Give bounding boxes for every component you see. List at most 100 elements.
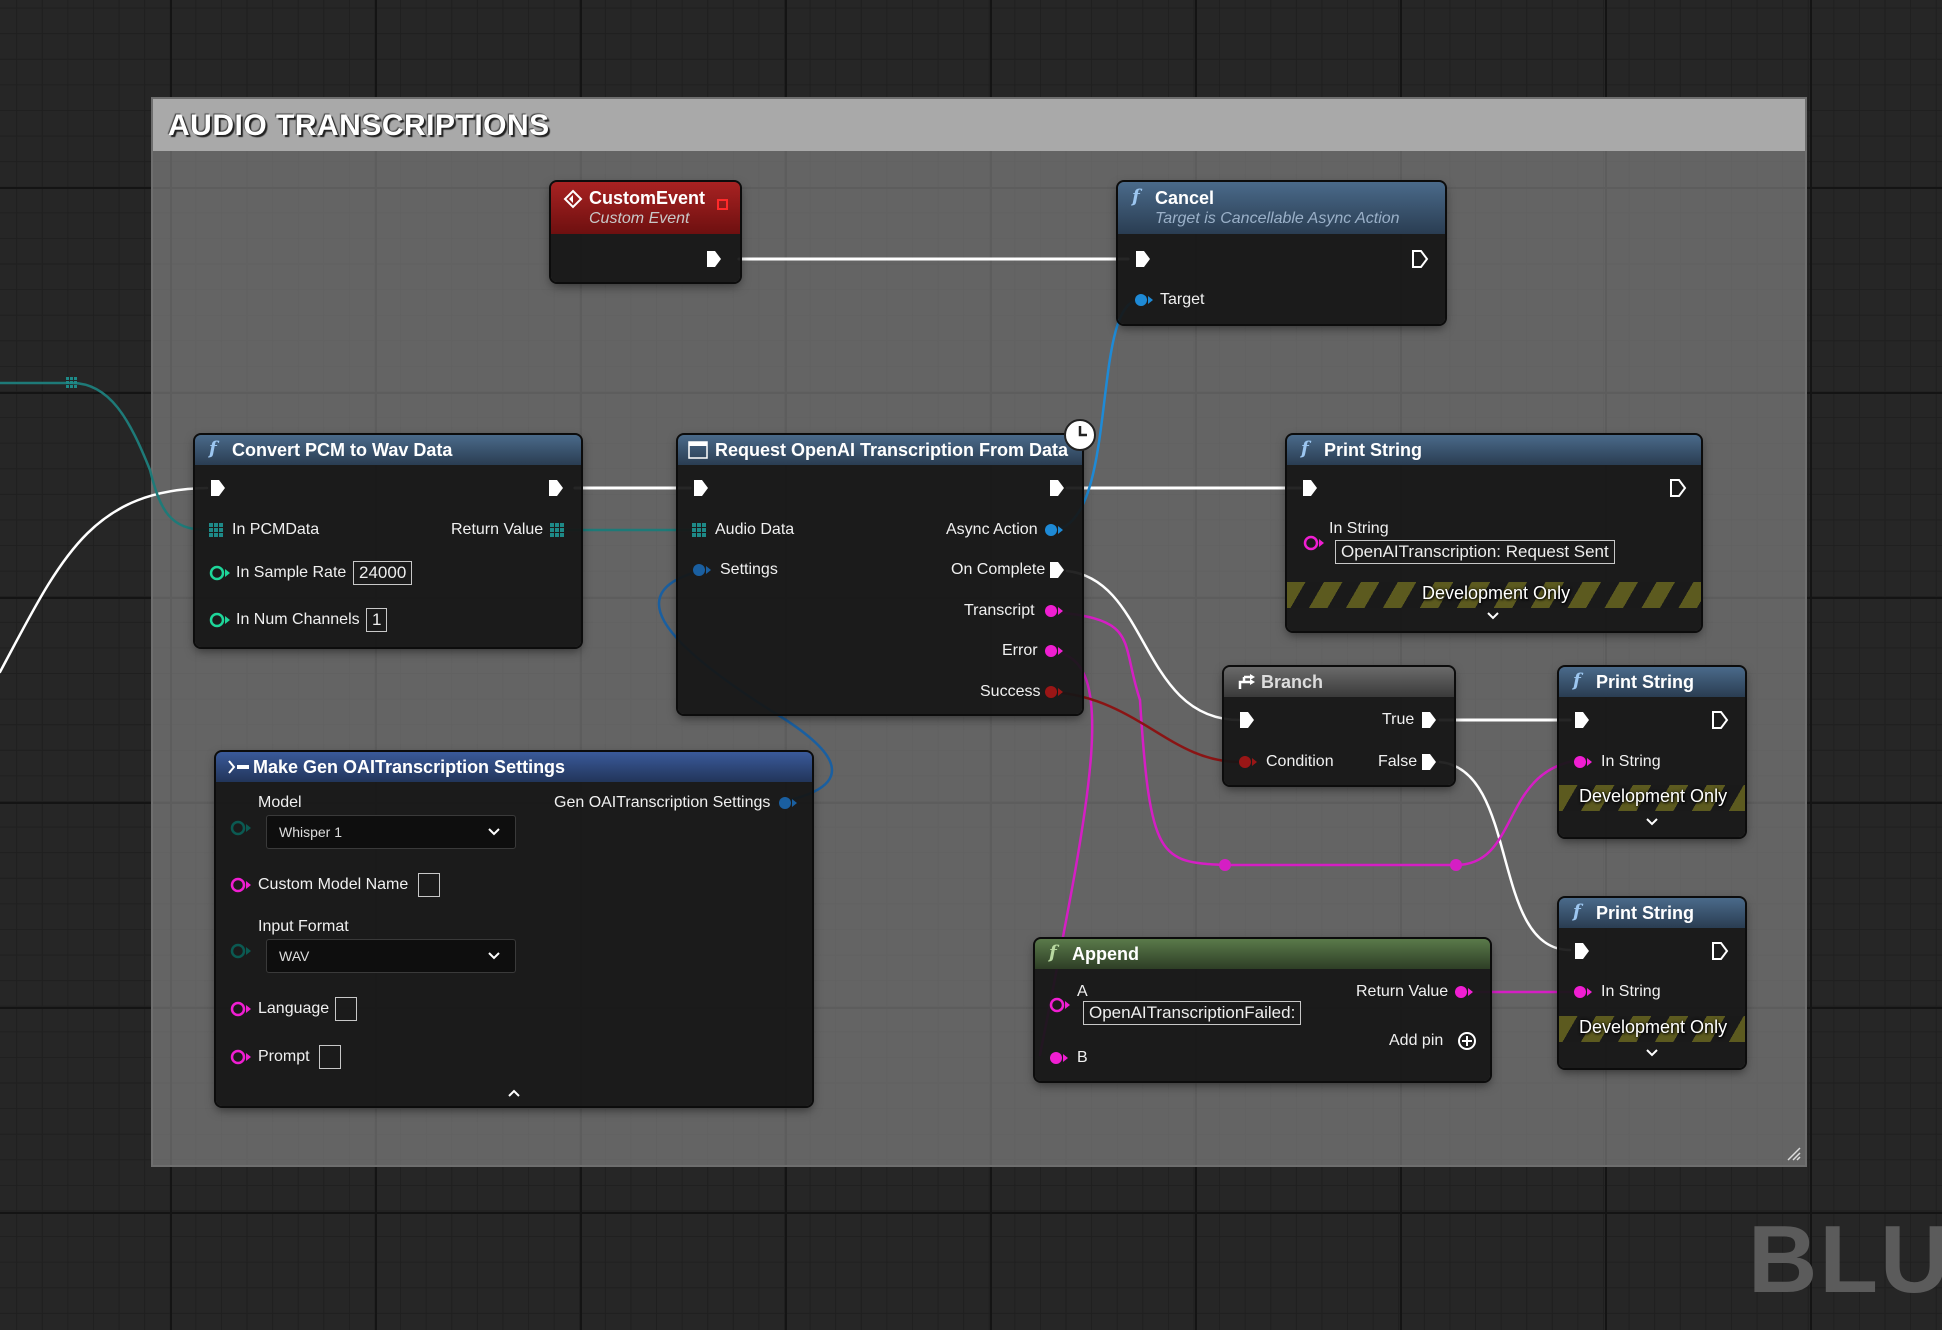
int-pin-icon[interactable] [209,565,231,581]
exec-in-pin-icon[interactable] [1238,710,1256,730]
exec-in-pin-icon[interactable] [692,478,710,498]
string-pin-icon[interactable] [1303,535,1325,551]
node-title: Make Gen OAITranscription Settings [253,757,566,777]
chevron-down-icon[interactable] [1486,611,1500,621]
exec-out-pin-icon[interactable] [1420,752,1438,772]
node-title: Print String [1324,440,1422,460]
input-format-dropdown[interactable]: WAV [266,939,516,973]
resize-handle-icon[interactable] [1785,1145,1801,1161]
bool-pin-icon[interactable] [1238,755,1258,769]
exec-out-pin-icon[interactable] [547,478,565,498]
node-title: Request OpenAI Transcription From Data [715,440,1069,460]
exec-out-pin-icon[interactable] [1669,478,1687,498]
string-pin-icon[interactable] [230,1001,252,1017]
node-header [1118,182,1445,234]
byte-pin-icon[interactable] [230,943,252,959]
add-pin-plus-icon[interactable] [1457,1031,1477,1051]
a-input[interactable]: OpenAITranscriptionFailed: [1083,1001,1302,1025]
byte-array-pin-icon[interactable] [209,523,223,537]
branch-node[interactable]: Branch True Condition False [1224,667,1454,785]
input-format-pin-label: Input Format [258,918,349,935]
node-subtitle: Target is Cancellable Async Action [1155,210,1400,227]
print-string-node-1[interactable]: f Print String In String OpenAITranscrip… [1287,435,1701,631]
sample-rate-input[interactable]: 24000 [353,561,413,585]
node-header [1559,667,1745,697]
string-pin-icon[interactable] [1049,1051,1069,1065]
exec-out-pin-icon[interactable] [1711,710,1729,730]
in-string-pin-label: In String [1601,983,1661,1000]
request-transcription-node[interactable]: Request OpenAI Transcription From Data A… [678,419,1096,714]
b-pin-label: B [1077,1049,1088,1066]
struct-pin-icon[interactable] [692,563,712,577]
exec-in-pin-icon[interactable] [209,478,227,498]
convert-pcm-node[interactable]: f Convert PCM to Wav Data In PCMData Ret… [195,435,581,647]
byte-array-pin-icon[interactable] [692,523,706,537]
string-pin-icon[interactable] [1044,644,1064,658]
model-pin-label: Model [258,794,302,811]
function-icon: f [1049,942,1057,963]
string-pin-icon[interactable] [1573,755,1593,769]
num-channels-input[interactable]: 1 [366,608,388,632]
add-pin-label[interactable]: Add pin [1389,1032,1444,1049]
node-title: Cancel [1155,188,1215,208]
chevron-down-icon[interactable] [1645,1048,1659,1058]
development-only-label: Development Only [1579,786,1728,806]
print-string-node-2[interactable]: f Print String In String Development Onl… [1559,667,1745,837]
exec-in-pin-icon[interactable] [1573,941,1591,961]
custom-model-name-input[interactable] [418,873,440,897]
wire-exec-oncomplete-branch [1065,569,1242,722]
wire-success-condition [1053,690,1242,764]
model-dropdown[interactable]: Whisper 1 [266,815,516,849]
cancel-node[interactable]: f Cancel Target is Cancellable Async Act… [1118,182,1445,324]
object-pin-icon[interactable] [1044,523,1064,537]
bool-pin-icon[interactable] [1044,685,1064,699]
exec-out-pin-icon[interactable] [1411,249,1429,269]
object-pin-icon[interactable] [1134,293,1154,307]
node-header [551,182,740,234]
async-node-icon [688,441,708,459]
exec-in-pin-icon[interactable] [1573,710,1591,730]
exec-out-pin-icon[interactable] [705,249,723,269]
custom-event-node[interactable]: CustomEvent Custom Event [551,182,740,282]
in-string-pin-label: In String [1601,753,1661,770]
string-pin-icon[interactable] [1573,985,1593,999]
string-pin-icon[interactable] [230,877,252,893]
in-string-pin-label: In String [1329,520,1389,537]
language-input[interactable] [335,997,357,1021]
audio-data-pin-label: Audio Data [715,521,795,538]
wire-exec-incoming [0,486,209,674]
reroute-knot [1450,859,1462,871]
make-settings-node[interactable]: Make Gen OAITranscription Settings Model… [216,752,812,1106]
print-string-node-3[interactable]: f Print String In String Development Onl… [1559,898,1745,1068]
node-header [1224,667,1454,697]
prompt-input[interactable] [319,1045,341,1069]
exec-out-pin-icon[interactable] [1048,560,1066,580]
function-icon: f [1573,901,1581,922]
byte-pin-icon[interactable] [230,820,252,836]
in-string-input[interactable]: OpenAITranscription: Request Sent [1335,540,1615,564]
chevron-down-icon[interactable] [1645,817,1659,827]
language-pin-label: Language [258,1000,330,1017]
return-value-pin-label: Return Value [451,521,544,538]
exec-in-pin-icon[interactable] [1301,478,1319,498]
byte-array-pin-icon[interactable] [550,523,564,537]
exec-out-pin-icon[interactable] [1048,478,1066,498]
struct-pin-icon[interactable] [778,796,798,810]
string-pin-icon[interactable] [1049,997,1071,1013]
delegate-pin-icon[interactable] [717,199,728,210]
function-icon: f [209,438,217,459]
string-pin-icon[interactable] [1454,985,1474,999]
exec-in-pin-icon[interactable] [1134,249,1152,269]
target-pin-label: Target [1160,291,1205,308]
string-pin-icon[interactable] [230,1049,252,1065]
append-node[interactable]: f Append A OpenAITranscriptionFailed: Re… [1035,939,1490,1081]
node-header [1287,435,1701,465]
exec-out-pin-icon[interactable] [1420,710,1438,730]
node-title: Append [1072,944,1139,964]
string-pin-icon[interactable] [1044,604,1064,618]
exec-out-pin-icon[interactable] [1711,941,1729,961]
comment-header[interactable]: AUDIO TRANSCRIPTIONS [153,99,1805,151]
int-pin-icon[interactable] [209,612,231,628]
chevron-up-icon[interactable] [507,1088,521,1098]
